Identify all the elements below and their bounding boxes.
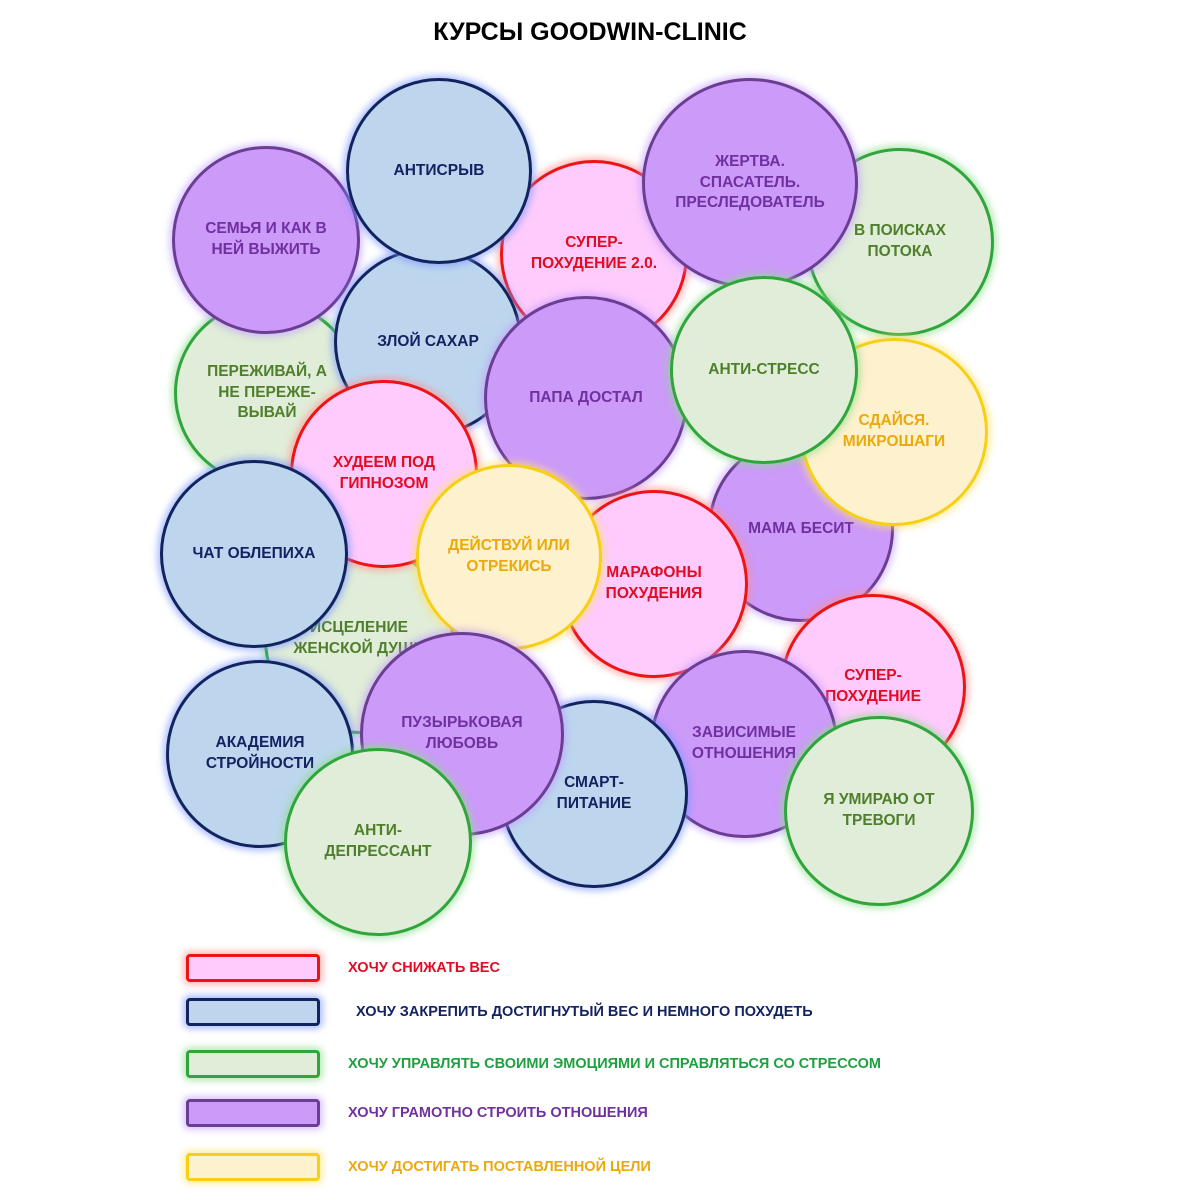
legend-label-emotion: ХОЧУ УПРАВЛЯТЬ СВОИМИ ЭМОЦИЯМИ И СПРАВЛЯ… bbox=[348, 1056, 882, 1072]
course-label: В ПОИСКАХ ПОТОКА bbox=[853, 222, 947, 260]
course-label: СУПЕР-ПОХУДЕНИЕ bbox=[825, 667, 921, 705]
course-label: ДЕЙСТВУЙ ИЛИ ОТРЕКИСЬ bbox=[448, 537, 570, 575]
legend-label-weight: ХОЧУ СНИЖАТЬ ВЕС bbox=[348, 960, 500, 976]
course-label: ХУДЕЕМ ПОД ГИПНОЗОМ bbox=[332, 454, 436, 492]
course-label: СЕМЬЯ И КАК В НЕЙ ВЫЖИТЬ bbox=[205, 220, 327, 258]
course-label: МАМА БЕСИТ bbox=[748, 519, 854, 537]
legend-item-relationships[interactable]: ХОЧУ ГРАМОТНО СТРОИТЬ ОТНОШЕНИЯ bbox=[186, 1099, 648, 1127]
legend-swatch-goal bbox=[186, 1153, 320, 1181]
course-label: Я УМИРАЮ ОТ ТРЕВОГИ bbox=[823, 791, 935, 829]
course-circle-chat-oblepiha[interactable]: ЧАТ ОБЛЕПИХА bbox=[160, 460, 348, 648]
legend-swatch-relationships bbox=[186, 1099, 320, 1127]
course-label: АКАДЕМИЯ СТРОЙНОСТИ bbox=[205, 734, 315, 772]
course-label: ИСЦЕЛЕНИЕ ЖЕНСКОЙ ДУШИ bbox=[293, 619, 425, 657]
course-circle-anti-stress[interactable]: АНТИ-СТРЕСС bbox=[670, 276, 858, 464]
legend-item-keep[interactable]: ХОЧУ ЗАКРЕПИТЬ ДОСТИГНУТЫЙ ВЕС И НЕМНОГО… bbox=[186, 998, 813, 1026]
legend-item-emotion[interactable]: ХОЧУ УПРАВЛЯТЬ СВОИМИ ЭМОЦИЯМИ И СПРАВЛЯ… bbox=[186, 1050, 881, 1078]
course-label: ЧАТ ОБЛЕПИХА bbox=[192, 544, 316, 562]
legend-swatch-weight bbox=[186, 954, 320, 982]
course-label: ЗАВИСИМЫЕ ОТНОШЕНИЯ bbox=[691, 724, 797, 762]
legend-label-goal: ХОЧУ ДОСТИГАТЬ ПОСТАВЛЕННОЙ ЦЕЛИ bbox=[348, 1159, 651, 1175]
page-title: КУРСЫ GOODWIN-CLINIC bbox=[433, 18, 747, 46]
course-circle-deystvuy[interactable]: ДЕЙСТВУЙ ИЛИ ОТРЕКИСЬ bbox=[416, 464, 602, 650]
legend-label-keep: ХОЧУ ЗАКРЕПИТЬ ДОСТИГНУТЫЙ ВЕС И НЕМНОГО… bbox=[356, 1004, 813, 1020]
course-label: ПУЗЫРЬКОВАЯ ЛЮБОВЬ bbox=[401, 714, 523, 752]
course-label: ЗЛОЙ САХАР bbox=[377, 332, 479, 350]
course-label: СМАРТ-ПИТАНИЕ bbox=[556, 774, 632, 812]
course-label: ЖЕРТВА. СПАСАТЕЛЬ. ПРЕСЛЕДОВАТЕЛЬ bbox=[675, 152, 825, 212]
legend-swatch-emotion bbox=[186, 1050, 320, 1078]
course-circle-antisryv[interactable]: АНТИСРЫВ bbox=[346, 78, 532, 264]
course-label: СДАЙСЯ. МИКРОШАГИ bbox=[842, 412, 946, 450]
legend-item-weight[interactable]: ХОЧУ СНИЖАТЬ ВЕС bbox=[186, 954, 500, 982]
course-label: АНТИ-СТРЕСС bbox=[708, 360, 820, 378]
course-circle-ya-umirayu[interactable]: Я УМИРАЮ ОТ ТРЕВОГИ bbox=[784, 716, 974, 906]
course-label: АНТИСРЫВ bbox=[393, 161, 485, 179]
course-label: МАРАФОНЫ ПОХУДЕНИЯ bbox=[605, 564, 703, 602]
course-circles: ПЕРЕЖИВАЙ, А НЕ ПЕРЕЖЕ-ВЫВАЙ СЕМЬЯ И КАК… bbox=[160, 78, 994, 936]
legend-item-goal[interactable]: ХОЧУ ДОСТИГАТЬ ПОСТАВЛЕННОЙ ЦЕЛИ bbox=[186, 1153, 651, 1181]
course-circle-anti-depressant[interactable]: АНТИ-ДЕПРЕССАНТ bbox=[284, 748, 472, 936]
course-circle-semya[interactable]: СЕМЬЯ И КАК В НЕЙ ВЫЖИТЬ bbox=[172, 146, 360, 334]
course-label: ПАПА ДОСТАЛ bbox=[529, 388, 643, 406]
legend-swatch-keep bbox=[186, 998, 320, 1026]
legend-label-relationships: ХОЧУ ГРАМОТНО СТРОИТЬ ОТНОШЕНИЯ bbox=[348, 1105, 648, 1121]
course-circle-zhertva[interactable]: ЖЕРТВА. СПАСАТЕЛЬ. ПРЕСЛЕДОВАТЕЛЬ bbox=[642, 78, 858, 288]
course-label: АНТИ-ДЕПРЕССАНТ bbox=[324, 822, 432, 860]
course-label: ПЕРЕЖИВАЙ, А НЕ ПЕРЕЖЕ-ВЫВАЙ bbox=[207, 362, 327, 422]
course-label: СУПЕР-ПОХУДЕНИЕ 2.0. bbox=[530, 234, 657, 272]
